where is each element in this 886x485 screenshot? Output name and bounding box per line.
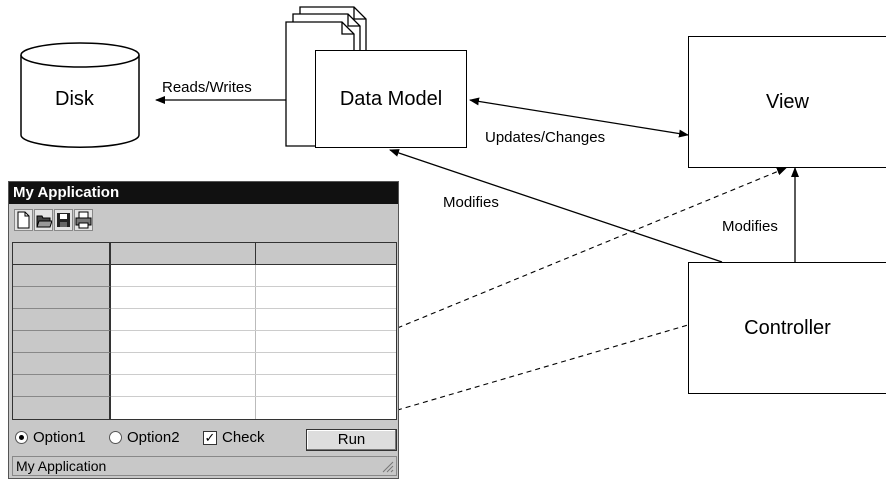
- reads-writes-label: Reads/Writes: [162, 79, 252, 96]
- row-header[interactable]: [13, 397, 111, 419]
- controller-box: Controller: [688, 262, 886, 394]
- data-model-box: Data Model: [315, 50, 467, 148]
- grid-rule: [111, 330, 396, 331]
- modifies-view-label: Modifies: [722, 218, 778, 235]
- row-header[interactable]: [13, 331, 111, 353]
- option1-label: Option1: [33, 429, 86, 446]
- grid-to-view-dashed: [355, 167, 787, 346]
- open-folder-icon[interactable]: [34, 209, 53, 231]
- row-header[interactable]: [13, 265, 111, 287]
- controller-modifies-model-arrow: [389, 149, 723, 263]
- save-disk-icon[interactable]: [54, 209, 73, 231]
- disk-cylinder: [20, 42, 140, 148]
- radio-selected-icon: [15, 431, 28, 444]
- resize-grip-icon[interactable]: [382, 461, 394, 473]
- modifies-model-label: Modifies: [443, 194, 499, 211]
- column-header[interactable]: [111, 243, 256, 265]
- option2-label: Option2: [127, 429, 180, 446]
- run-button[interactable]: Run: [306, 429, 397, 451]
- updates-changes-arrow: [469, 97, 689, 138]
- grid-rule: [111, 374, 396, 375]
- view-box: View: [688, 36, 886, 168]
- grid-corner-header: [13, 243, 111, 265]
- grid-rule: [111, 308, 396, 309]
- checkmark-icon: ✓: [203, 429, 217, 445]
- updates-changes-label: Updates/Changes: [485, 129, 606, 146]
- column-header[interactable]: [256, 243, 396, 265]
- grid-rule: [111, 286, 396, 287]
- option2-radio[interactable]: Option2: [109, 429, 180, 446]
- radio-unselected-icon: [109, 431, 122, 444]
- app-window: My Application: [8, 181, 399, 479]
- status-bar: My Application: [12, 456, 397, 476]
- row-header[interactable]: [13, 287, 111, 309]
- app-titlebar: My Application: [9, 182, 398, 204]
- row-header[interactable]: [13, 353, 111, 375]
- app-toolbar: [9, 204, 398, 240]
- status-text: My Application: [16, 458, 107, 474]
- row-header[interactable]: [13, 375, 111, 397]
- view-label: View: [766, 90, 809, 113]
- grid-rule: [111, 396, 396, 397]
- controller-label: Controller: [744, 316, 831, 339]
- row-header[interactable]: [13, 309, 111, 331]
- check-label: Check: [222, 429, 265, 446]
- check-checkbox[interactable]: ✓ Check: [203, 429, 265, 446]
- options-row: Option1 Option2 ✓ Check: [9, 425, 398, 451]
- disk-label: Disk: [55, 88, 94, 110]
- data-grid[interactable]: [12, 242, 397, 420]
- new-document-icon[interactable]: [14, 209, 33, 231]
- data-model-label: Data Model: [339, 87, 443, 110]
- grid-column-body: [111, 265, 256, 419]
- print-icon[interactable]: [74, 209, 93, 231]
- option1-radio[interactable]: Option1: [15, 429, 86, 446]
- grid-rule: [111, 352, 396, 353]
